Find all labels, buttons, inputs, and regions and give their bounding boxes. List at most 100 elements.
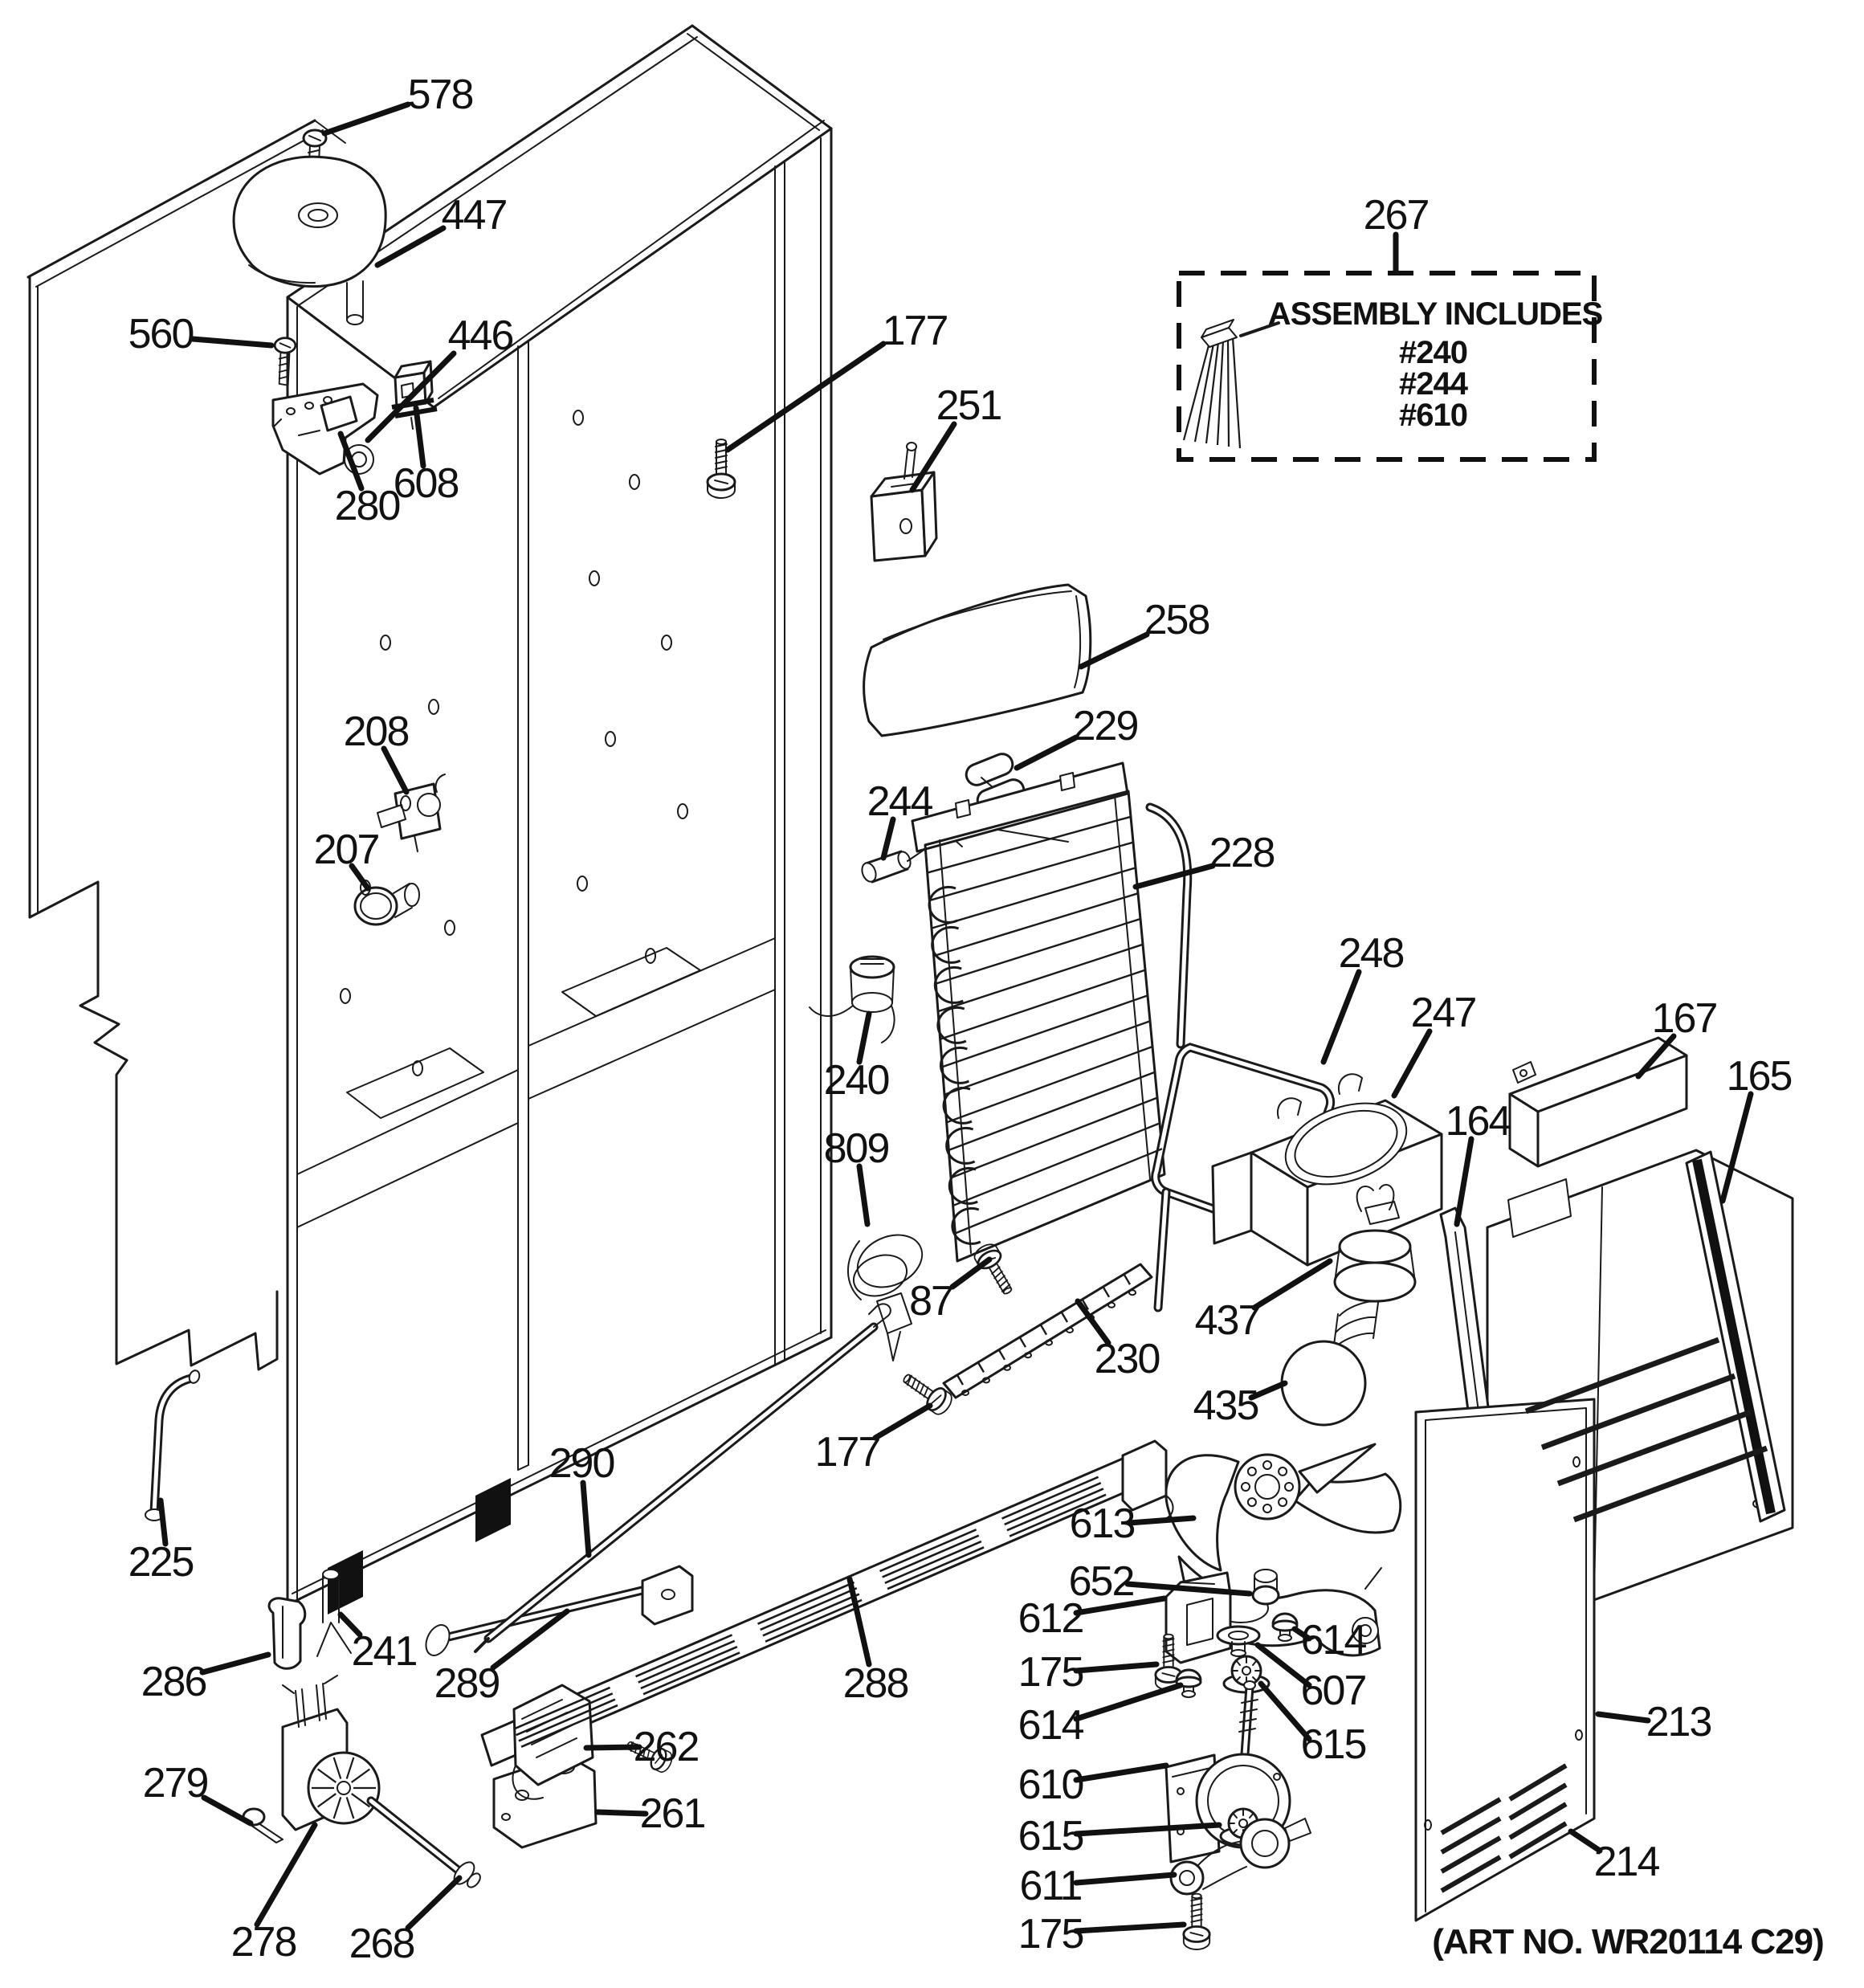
leader-607 — [1254, 1642, 1312, 1688]
leader-208 — [381, 745, 410, 795]
callout-213: 213 — [1646, 1699, 1711, 1745]
assembly-box-border — [1177, 271, 1597, 462]
leader-229 — [1014, 734, 1079, 771]
callout-228: 228 — [1209, 830, 1275, 876]
refrigerator-cabinet-outline — [27, 24, 833, 1614]
part-rod-bracket — [641, 1565, 694, 1626]
part-288-grille — [480, 1439, 1174, 1800]
leader-280 — [337, 431, 365, 492]
part-228-evaporator — [911, 761, 1193, 1263]
callout-87: 87 — [909, 1278, 952, 1325]
leader-207 — [349, 863, 371, 892]
callout-560: 560 — [128, 311, 194, 357]
part-241-pin — [316, 1569, 352, 1657]
callout-247: 247 — [1411, 990, 1476, 1036]
callout-278: 278 — [231, 1919, 296, 1966]
callout-177: 177 — [815, 1429, 880, 1476]
leader-615 — [1258, 1680, 1312, 1742]
callout-437: 437 — [1195, 1297, 1260, 1344]
leader-87 — [949, 1256, 993, 1290]
leader-241 — [337, 1611, 363, 1638]
callout-612: 612 — [1018, 1595, 1083, 1642]
callout-175: 175 — [1018, 1649, 1083, 1696]
part-240-thermostat — [809, 955, 895, 1043]
callout-652: 652 — [1069, 1558, 1134, 1605]
leader-279 — [201, 1794, 254, 1827]
leader-175 — [1073, 1921, 1187, 1934]
callout-240: 240 — [824, 1057, 889, 1104]
leader-225 — [157, 1497, 169, 1547]
part-165-trim — [1685, 1150, 1786, 1523]
leader-251 — [909, 421, 957, 493]
leader-289 — [490, 1608, 570, 1671]
leader-612 — [1073, 1595, 1168, 1616]
part-560-screw — [273, 337, 297, 387]
callout-267: 267 — [1364, 192, 1429, 239]
leader-177 — [724, 341, 887, 453]
callout-615: 615 — [1301, 1721, 1366, 1768]
leader-213 — [1595, 1711, 1651, 1724]
part-809-harness — [847, 1234, 924, 1361]
part-225-fill-tube — [145, 1370, 201, 1521]
callout-214: 214 — [1594, 1839, 1660, 1885]
assembly-box: ASSEMBLY INCLUDES #240 #244 #610 — [1177, 271, 1604, 462]
leader-447 — [374, 225, 447, 268]
part-167-fill-bar — [1508, 1036, 1688, 1168]
callout-248: 248 — [1339, 930, 1404, 977]
part-175-bolt-lower — [1182, 1892, 1211, 1951]
callout-207: 207 — [314, 827, 379, 873]
part-258-cover — [863, 583, 1092, 737]
callout-447: 447 — [442, 192, 507, 239]
part-652-cap — [1251, 1569, 1280, 1606]
callout-229: 229 — [1073, 703, 1138, 749]
leader-560 — [190, 336, 275, 349]
leader-164 — [1454, 1136, 1474, 1227]
callout-164: 164 — [1446, 1098, 1511, 1145]
part-286-clip — [267, 1597, 307, 1670]
leader-167 — [1635, 1033, 1677, 1080]
leader-240 — [856, 1010, 872, 1065]
callout-241: 241 — [352, 1628, 417, 1675]
leader-614 — [1073, 1682, 1184, 1722]
callout-225: 225 — [128, 1539, 194, 1586]
leader-262 — [583, 1744, 642, 1751]
callout-165: 165 — [1727, 1053, 1792, 1100]
part-447-hinge-cover — [232, 155, 387, 325]
assembly-box-item-3: #610 — [1399, 398, 1467, 433]
leader-247 — [1391, 1028, 1433, 1099]
callout-607: 607 — [1301, 1668, 1366, 1714]
callout-290: 290 — [549, 1440, 614, 1487]
callout-435: 435 — [1193, 1382, 1258, 1429]
part-278-pump — [281, 1675, 381, 1831]
callout-809: 809 — [824, 1125, 889, 1172]
callout-175: 175 — [1018, 1911, 1083, 1957]
callout-446: 446 — [448, 312, 513, 359]
part-435-bulb — [1280, 1300, 1379, 1427]
callout-286: 286 — [141, 1659, 206, 1705]
assembly-box-item-1: #240 — [1399, 335, 1467, 370]
callout-280: 280 — [335, 483, 400, 529]
leader-278 — [254, 1822, 318, 1928]
callout-611: 611 — [1020, 1863, 1082, 1909]
leader-610 — [1073, 1762, 1169, 1783]
part-213-access-panel — [1414, 1398, 1596, 1922]
leader-258 — [1078, 631, 1150, 670]
leader-446 — [365, 350, 457, 443]
callout-614: 614 — [1018, 1702, 1084, 1749]
leader-290 — [580, 1480, 592, 1558]
leader-611 — [1073, 1872, 1177, 1886]
leader-608 — [413, 405, 426, 469]
callout-615: 615 — [1018, 1813, 1083, 1859]
wire-harness-icon — [1201, 319, 1280, 348]
leader-437 — [1251, 1258, 1333, 1311]
callout-288: 288 — [843, 1660, 908, 1707]
leader-261 — [594, 1809, 649, 1817]
part-289-bail — [425, 1575, 663, 1656]
callout-244: 244 — [867, 778, 933, 825]
callout-608: 608 — [394, 460, 459, 507]
part-437-lamp-socket — [1333, 1184, 1417, 1303]
part-607-washer — [1216, 1625, 1261, 1657]
callout-261: 261 — [640, 1790, 705, 1837]
